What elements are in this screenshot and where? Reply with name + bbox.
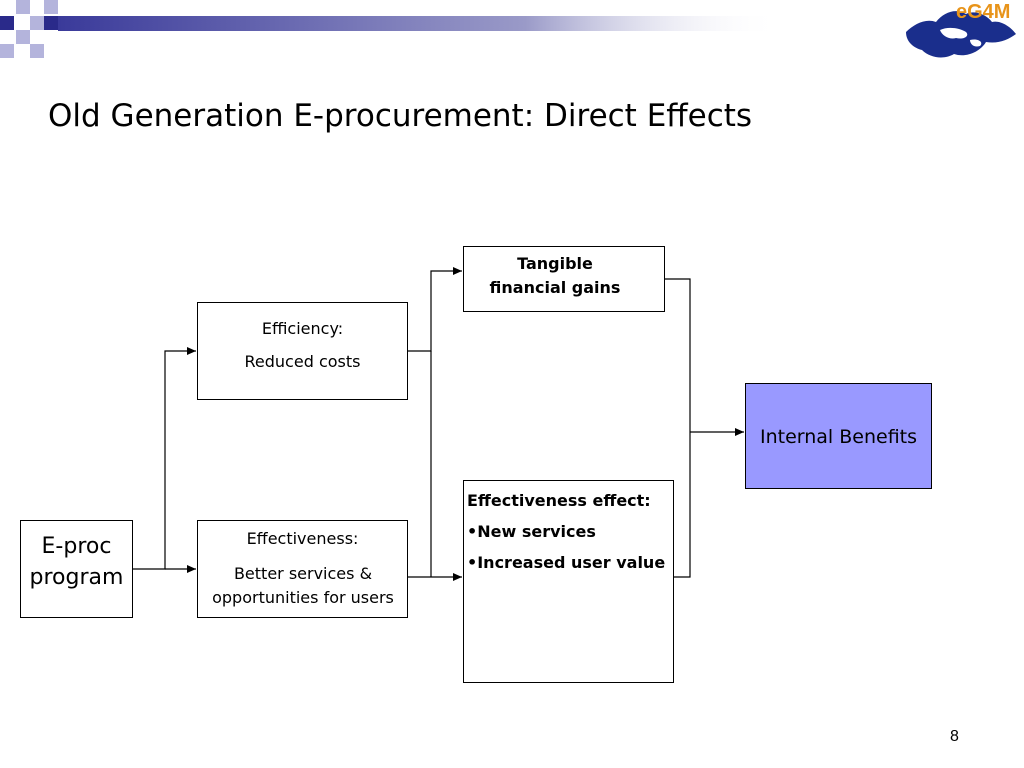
eg4m-logo-map-icon xyxy=(906,11,1016,58)
tangible-gains-box: Tangible financial gains xyxy=(463,246,665,312)
internal-benefits-box: Internal Benefits xyxy=(745,383,932,489)
connector-tangible-to-internal xyxy=(665,278,691,578)
page-number: 8 xyxy=(950,728,959,745)
efficiency-detail: Reduced costs xyxy=(244,352,361,371)
internal-benefits-label: Internal Benefits xyxy=(759,426,918,448)
tangible-line2: financial gains xyxy=(489,278,621,297)
tangible-line1: Tangible xyxy=(517,254,593,273)
effectiveness-detail-text: Better services & opportunities for user… xyxy=(212,564,394,607)
effectiveness-effect-box: Effectiveness effect: •New services •Inc… xyxy=(463,480,674,683)
slide-title: Old Generation E-procurement: Direct Eff… xyxy=(48,98,753,134)
efficiency-box: Efficiency: Reduced costs xyxy=(197,302,408,400)
header-decoration xyxy=(0,0,908,58)
eproc-line1: E-proc xyxy=(41,534,112,559)
effectiveness-box: Effectiveness: Better services & opportu… xyxy=(197,520,408,618)
eproc-line2: program xyxy=(29,565,124,590)
efficiency-heading: Efficiency: xyxy=(261,319,344,338)
effectiveness-heading: Effectiveness: xyxy=(246,529,359,548)
effect-item-new-services: •New services xyxy=(467,522,596,541)
effect-heading: Effectiveness effect: xyxy=(467,491,651,510)
connector-eproc-to-efficiency xyxy=(133,347,196,570)
eproc-program-box: E-proc program xyxy=(20,520,133,618)
logo-text: eG4M xyxy=(956,1,1011,23)
effectiveness-detail: Better services & opportunities for user… xyxy=(192,562,413,610)
effect-item-user-value: •Increased user value xyxy=(467,553,666,572)
connector-efficiency-to-tangible xyxy=(408,267,462,352)
